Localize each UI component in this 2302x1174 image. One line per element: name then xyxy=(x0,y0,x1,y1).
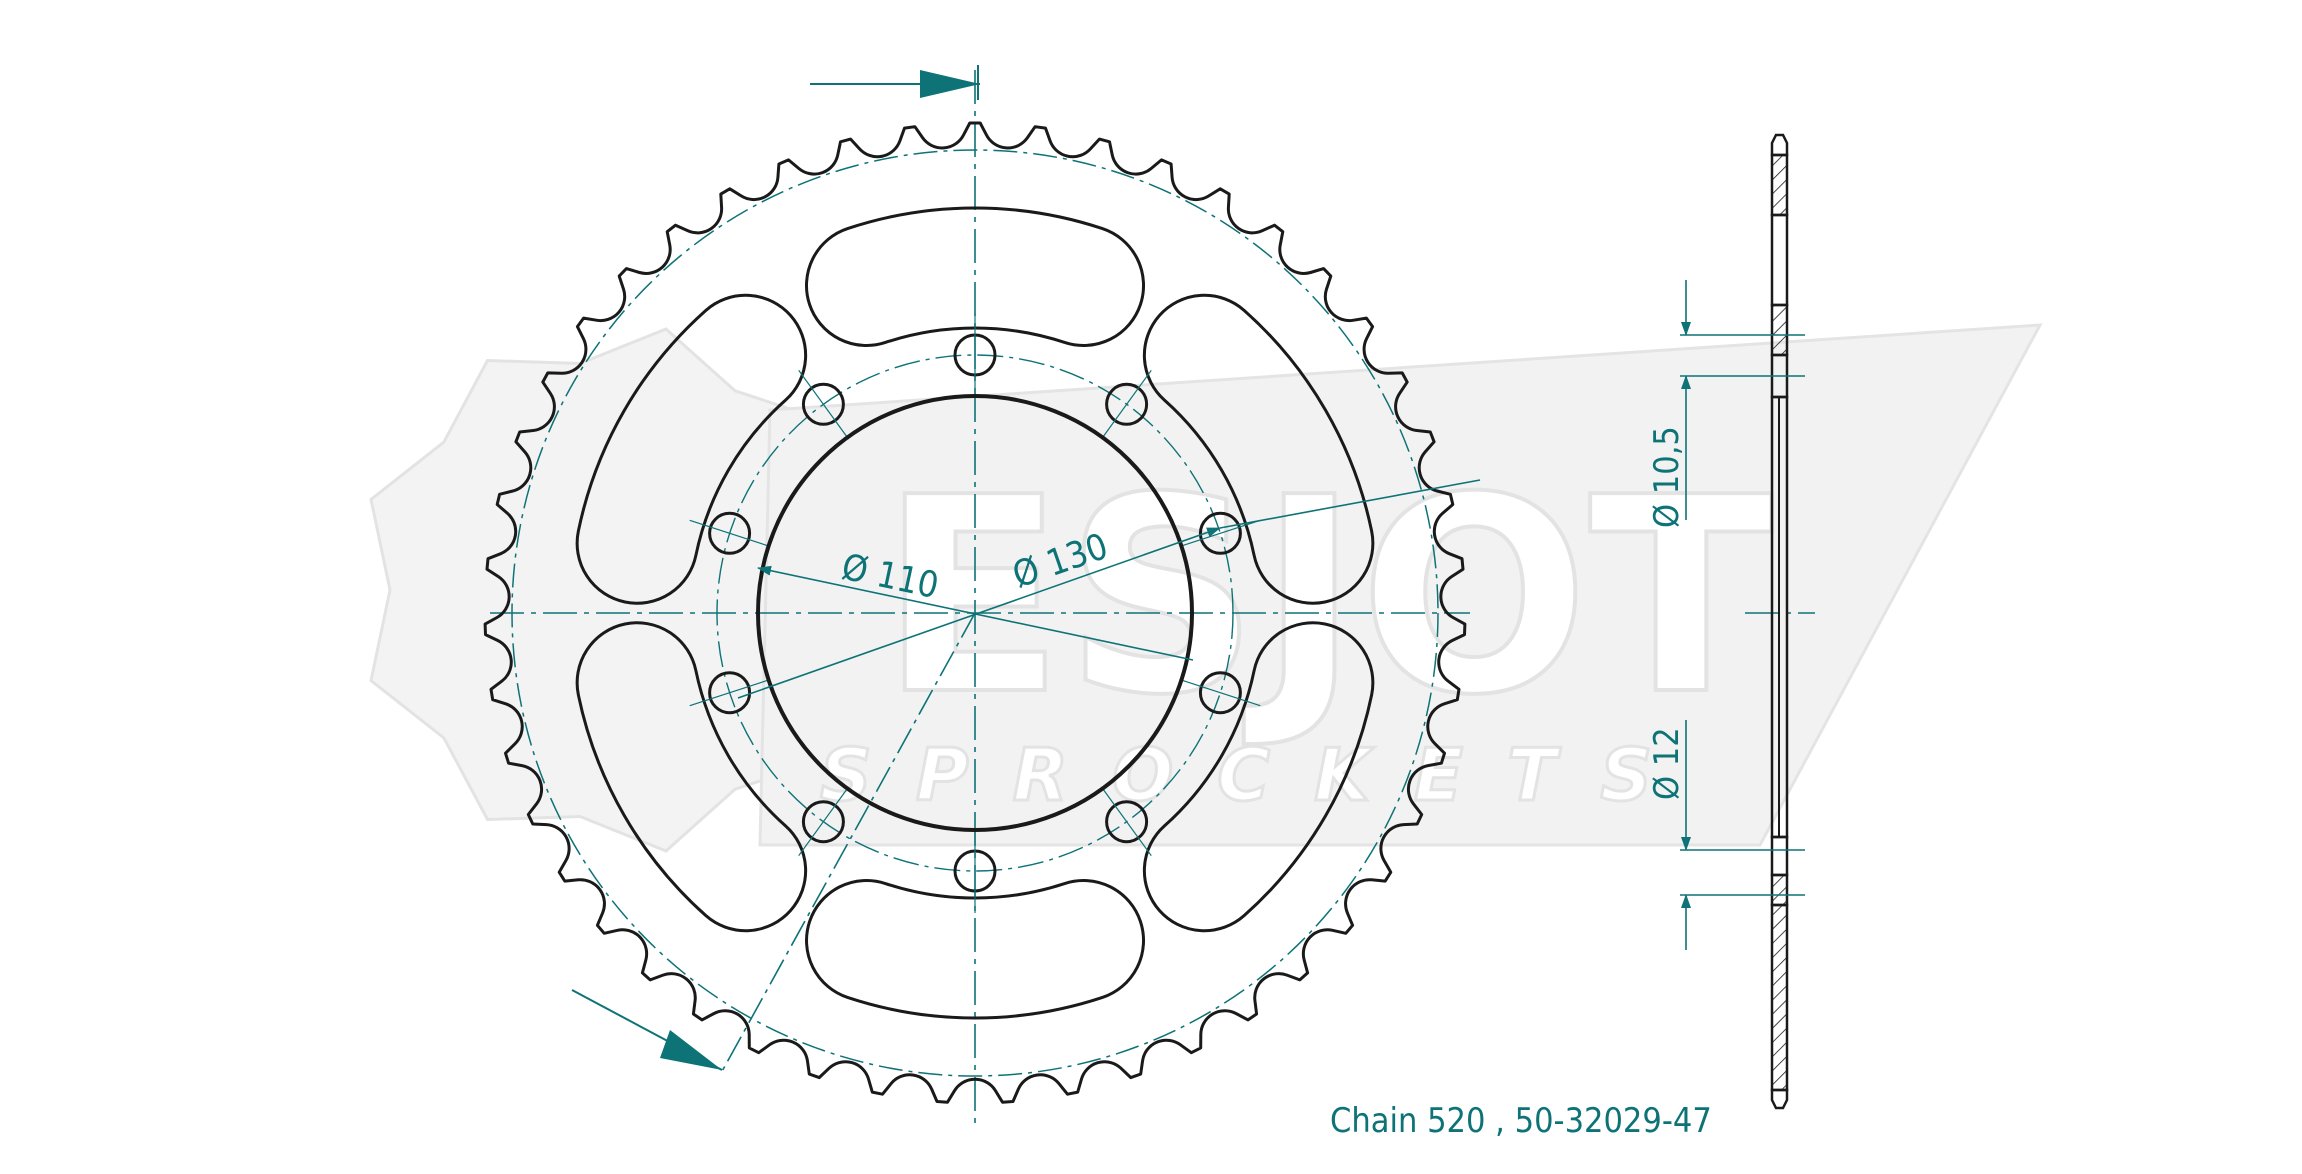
section-lower-hatch xyxy=(1770,873,1789,907)
section-top-dimension-label: Ø 10,5 xyxy=(1647,426,1687,528)
watermark-brand-text: ESJOT xyxy=(880,439,1775,754)
section-upper-hatch xyxy=(1770,303,1789,357)
bolt-hole xyxy=(801,382,845,426)
section-dimensions xyxy=(1680,280,1805,950)
watermark-logo: ESJOT SPROCKETS xyxy=(369,323,2043,853)
bolt-hole-axis xyxy=(1100,786,1152,857)
bore-dimension xyxy=(737,479,1481,699)
bolt-hole-axis xyxy=(1100,369,1152,440)
sprocket-cutouts xyxy=(575,206,1375,1020)
bolt-hole xyxy=(708,511,752,555)
cutout-window xyxy=(575,293,808,605)
section-top-hatch xyxy=(1770,153,1789,217)
cutout-window xyxy=(1142,621,1375,933)
top-arrow-head xyxy=(920,70,980,98)
bolt-hole-axis xyxy=(798,786,850,857)
section-upper-body xyxy=(1770,213,1789,307)
bolt-holes xyxy=(689,313,1261,913)
section-lower-gap xyxy=(1770,835,1789,877)
cutout-window xyxy=(804,878,1146,1020)
section-bottom-dimension-label: Ø 12 xyxy=(1647,727,1687,800)
bolt-hole-axis xyxy=(798,369,850,440)
watermark-banner xyxy=(758,323,2043,847)
bolt-hole-axis xyxy=(689,678,771,707)
watermark-subtitle-text: SPROCKETS xyxy=(820,733,1696,817)
section-view xyxy=(1770,133,1789,1110)
bolt-hole xyxy=(1105,800,1149,844)
cutout-window xyxy=(804,206,1146,348)
bolt-hole-axis xyxy=(1179,678,1261,707)
center-bore xyxy=(756,394,1194,832)
section-lower-body xyxy=(1770,903,1789,1092)
watermark-gear-icon xyxy=(369,327,887,853)
bolt-circle-dimension-line xyxy=(737,527,1221,699)
section-top-tip xyxy=(1770,133,1789,157)
bolt-hole-axis xyxy=(689,519,771,548)
pitch-circle xyxy=(511,149,1439,1077)
bolt-circle-leader xyxy=(1219,479,1481,529)
bolt-hole xyxy=(1198,671,1242,715)
bolt-hole xyxy=(1105,382,1149,426)
part-caption: Chain 520 , 50-32029-47 xyxy=(1330,1101,1712,1141)
bolt-hole xyxy=(708,671,752,715)
cutout-window xyxy=(1142,293,1375,605)
bolt-hole xyxy=(801,800,845,844)
section-bottom-tip xyxy=(1770,1088,1789,1110)
cutout-window xyxy=(575,621,808,933)
bolt-hole xyxy=(1198,511,1242,555)
bottom-arrow-head xyxy=(660,1030,722,1070)
bolt-circle xyxy=(716,354,1234,872)
sprocket-teeth-outline xyxy=(483,121,1467,1104)
